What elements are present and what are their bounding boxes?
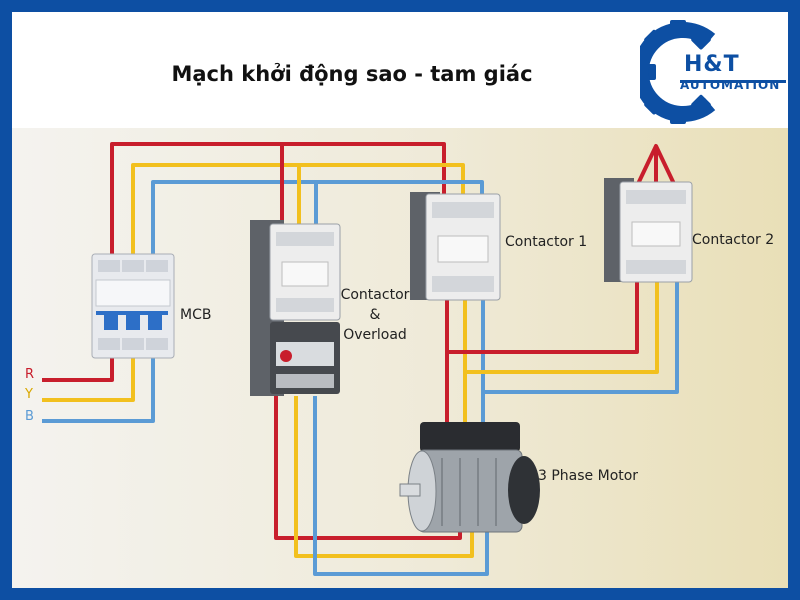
logo-sub-text: AUTOMATION [680, 78, 781, 92]
wire-m-b-c2 [483, 278, 679, 394]
contactor2-label: Contactor 2 [692, 232, 775, 248]
wire-b-input [42, 344, 155, 423]
image-frame: Mạch khởi động sao - tam giác H&T AUTOMA… [12, 12, 788, 588]
co-label-line1: Contactor [340, 287, 410, 303]
wiring-diagram: MCB Contactor & Overload Contactor 1 Con… [12, 128, 788, 588]
logo-main-text: H&T [684, 52, 740, 77]
motor-label: 3 Phase Motor [538, 468, 639, 484]
mcb-label: MCB [180, 307, 212, 323]
contactor1-label: Contactor 1 [505, 234, 588, 250]
phase-b-label: B [25, 409, 34, 424]
wire-y-input [42, 344, 135, 402]
wire-m-y-c2 [465, 278, 659, 374]
gear-logo-icon [640, 20, 786, 124]
motor-device [399, 422, 540, 533]
co-label-line2: & [369, 307, 381, 323]
wire-r-bus [110, 142, 446, 258]
contactor-overload-label: Contactor & Overload [330, 285, 420, 345]
mcb-device [91, 253, 175, 359]
contactor-overload-device [250, 220, 341, 396]
contactor1-device [410, 192, 501, 301]
phase-y-label: Y [25, 387, 33, 402]
co-label-line3: Overload [343, 327, 407, 343]
phase-r-label: R [25, 367, 35, 382]
contactor2-device [604, 178, 693, 283]
wiring-svg [42, 142, 693, 576]
wire-m-r-c2 [447, 278, 639, 354]
page-title: Mạch khởi động sao - tam giác [171, 62, 533, 86]
